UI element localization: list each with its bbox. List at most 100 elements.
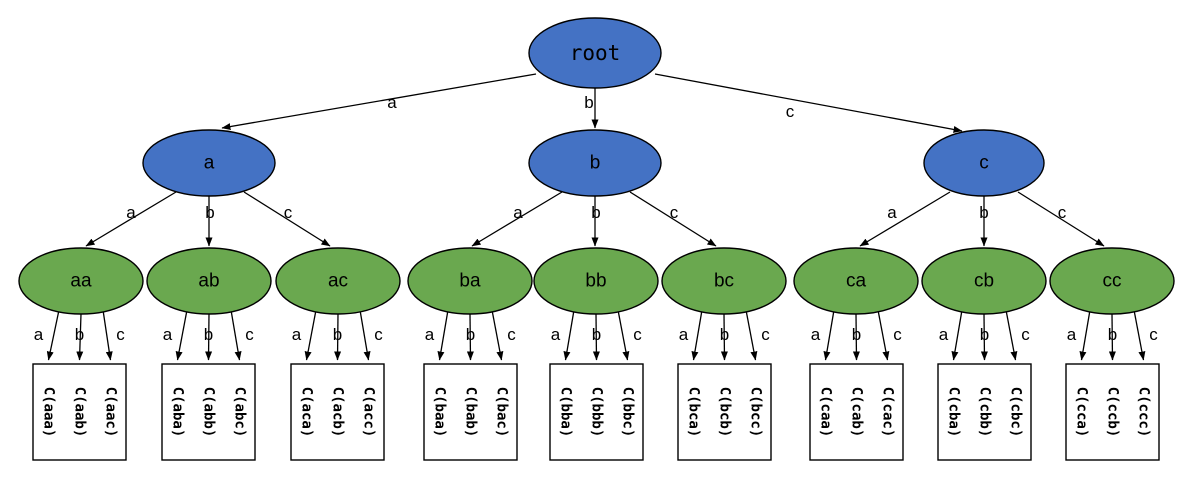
leaf-edge-bb-a: [563, 309, 575, 361]
leaf-label-Ccbb: C(cbb): [977, 387, 993, 438]
node-label-c: c: [979, 153, 989, 174]
leaf-edge-ca-c: [877, 309, 890, 361]
node-level2-ba[interactable]: [407, 247, 533, 315]
leaf-label-Cbca: C(bca): [686, 387, 702, 438]
edge-label-c-cc: c: [1058, 203, 1067, 222]
edge-label-a-aa: a: [126, 203, 136, 222]
tree-edge-root-a: [221, 73, 537, 131]
leaf-edge-label-bc-b: b: [720, 325, 729, 344]
leaf-edge-label-ca-a: a: [811, 325, 821, 344]
leaf-edge-label-bc-a: a: [679, 325, 689, 344]
leaf-edge-label-cb-c: c: [1021, 325, 1030, 344]
node-label-bc: bc: [714, 271, 734, 292]
leaf-label-Cbba: C(bba): [558, 387, 574, 438]
leaf-edge-label-bb-c: c: [633, 325, 642, 344]
leaf-edge-ab-a: [175, 309, 188, 361]
node-label-bb: bb: [585, 271, 606, 292]
leaf-edge-aa-b: [76, 313, 84, 361]
edge-label-root-a: a: [387, 93, 397, 112]
node-label-aa: aa: [70, 271, 92, 292]
leaf-box-ab: [161, 363, 256, 461]
leaf-label-Caba: C(aba): [170, 387, 186, 438]
leaf-edge-label-cc-c: c: [1149, 325, 1158, 344]
leaf-edge-cb-a: [951, 309, 963, 361]
leaf-box-bb: [549, 363, 644, 461]
edge-label-a-ac: c: [284, 203, 293, 222]
node-level2-bc[interactable]: [661, 247, 787, 315]
node-level2-cb[interactable]: [921, 247, 1047, 315]
leaf-label-Cbac: C(bac): [494, 387, 510, 438]
leaf-edge-cc-b: [1108, 313, 1116, 361]
leaf-edge-ac-c: [359, 309, 371, 361]
node-label-b: b: [590, 153, 601, 174]
leaf-edge-ac-a: [304, 309, 317, 361]
node-level2-ac[interactable]: [275, 247, 401, 315]
node-level1-b[interactable]: [528, 129, 662, 197]
leaf-edge-ab-b: [205, 313, 213, 361]
leaf-edge-bb-b: [592, 313, 600, 361]
leaf-edge-label-aa-c: c: [116, 325, 125, 344]
leaf-label-Ccbc: C(cbc): [1008, 387, 1024, 438]
leaf-label-Cacb: C(acb): [330, 387, 346, 438]
edge-label-a-ab: b: [205, 203, 214, 222]
leaf-label-Ccaa: C(caa): [818, 387, 834, 438]
node-level2-ab[interactable]: [146, 247, 272, 315]
leaf-edge-label-cc-a: a: [1067, 325, 1077, 344]
node-label-ba: ba: [459, 271, 481, 292]
leaf-edge-label-cb-a: a: [939, 325, 949, 344]
leaf-edge-ca-b: [852, 313, 860, 361]
node-level2-aa[interactable]: [18, 247, 144, 315]
edges-layer: a b c a b c a b c a b c: [85, 73, 1105, 247]
leaf-label-Cacc: C(acc): [361, 387, 377, 438]
leaf-edge-label-bb-a: a: [551, 325, 561, 344]
leaf-edge-ac-b: [334, 313, 342, 361]
leaf-edge-label-ac-a: a: [292, 325, 302, 344]
leaf-label-Cccc: C(ccc): [1136, 387, 1152, 438]
leaf-edge-bc-a: [691, 309, 703, 361]
tree-edge-b-bc: [629, 191, 717, 247]
leaf-box-ac: [290, 363, 385, 461]
leaf-label-Cbcb: C(bcb): [717, 387, 733, 438]
node-root-root[interactable]: [528, 17, 662, 89]
leaf-edge-label-ca-b: b: [852, 325, 861, 344]
leaf-label-Cbcc: C(bcc): [748, 387, 764, 438]
edge-label-c-cb: b: [979, 203, 988, 222]
leaf-edge-aa-a: [46, 309, 60, 361]
leaf-label-Cabb: C(abb): [201, 387, 217, 438]
node-label-root: root: [570, 41, 621, 65]
node-label-a: a: [204, 153, 215, 174]
leaf-edge-label-aa-b: b: [75, 325, 84, 344]
edge-label-b-bb: b: [591, 203, 600, 222]
leaf-edge-label-ca-c: c: [893, 325, 902, 344]
node-level2-cc[interactable]: [1049, 247, 1175, 315]
tree-edge-b-ba: [471, 191, 563, 247]
leaf-box-ca: [809, 363, 904, 461]
leaf-label-Caaa: C(aaa): [41, 387, 57, 438]
leaf-edge-label-ac-b: b: [333, 325, 342, 344]
edge-label-b-ba: a: [513, 203, 523, 222]
leaf-label-Ccca: C(cca): [1074, 387, 1090, 438]
leaf-edge-bb-c: [617, 309, 630, 361]
leaf-label-Cccb: C(ccb): [1105, 387, 1121, 438]
edge-label-root-b: b: [584, 93, 593, 112]
leaf-label-Cbbb: C(bbb): [589, 387, 605, 438]
leaf-label-Cabc: C(abc): [232, 387, 248, 438]
node-level1-a[interactable]: [142, 129, 276, 197]
leaf-edge-label-bb-b: b: [592, 325, 601, 344]
node-label-ab: ab: [198, 271, 219, 292]
leaf-edge-bc-b: [720, 313, 728, 361]
leaf-edge-ba-c: [491, 309, 504, 361]
node-level1-c[interactable]: [923, 129, 1045, 197]
leaf-edge-label-ba-b: b: [466, 325, 475, 344]
tree-edge-c-ca: [859, 191, 951, 247]
node-label-cb: cb: [974, 271, 994, 292]
node-level2-bb[interactable]: [533, 247, 659, 315]
node-level2-ca[interactable]: [793, 247, 919, 315]
leaf-edge-cc-c: [1133, 309, 1146, 361]
tree-edge-a-ac: [243, 191, 331, 247]
leaf-edge-label-bc-c: c: [761, 325, 770, 344]
leaf-box-cb: [937, 363, 1032, 461]
edge-label-root-c: c: [786, 102, 795, 121]
